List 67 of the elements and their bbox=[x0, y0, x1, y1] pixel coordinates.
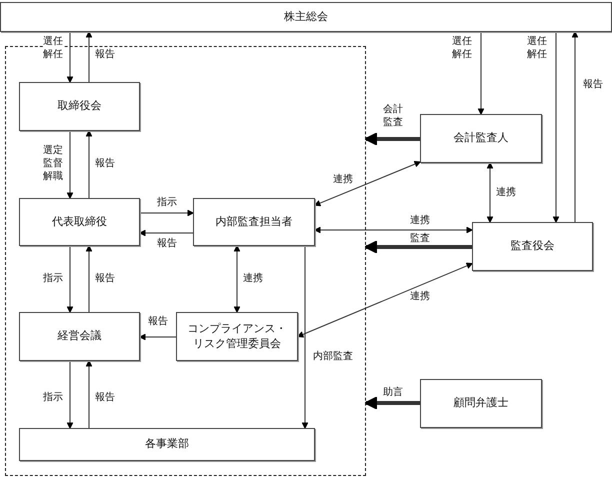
edge-label: 報告 bbox=[157, 237, 177, 250]
edge-label: 会計監査 bbox=[383, 103, 403, 129]
edge-label: 選定監督解職 bbox=[43, 144, 63, 183]
arrow bbox=[140, 210, 194, 216]
arrow bbox=[66, 360, 74, 429]
process-box bbox=[420, 114, 542, 163]
process-box bbox=[19, 428, 315, 461]
arrow bbox=[139, 230, 194, 236]
arrow bbox=[486, 162, 494, 223]
edge-label: 連携 bbox=[496, 186, 516, 199]
edge-label: 報告 bbox=[95, 391, 115, 404]
edge-label: 連携 bbox=[410, 214, 430, 227]
edge-label: 報告 bbox=[148, 315, 168, 328]
box-label: 監査役会 bbox=[510, 239, 554, 254]
arrow bbox=[314, 226, 473, 234]
box-label: 代表取締役 bbox=[52, 214, 107, 230]
arrow bbox=[86, 245, 92, 312]
arrow bbox=[66, 246, 74, 313]
edge-label: 指示 bbox=[157, 196, 177, 209]
arrow bbox=[234, 245, 240, 313]
process-box bbox=[19, 312, 140, 361]
process-box bbox=[19, 82, 140, 131]
arrow bbox=[478, 32, 484, 115]
group-frame bbox=[5, 46, 366, 476]
edge-label: 連携 bbox=[410, 290, 430, 303]
thick-arrow bbox=[364, 132, 420, 146]
process-box bbox=[176, 312, 298, 361]
box-label: コンプライアンス・リスク管理委員会 bbox=[186, 322, 288, 352]
edge-label: 選任解任 bbox=[43, 35, 63, 61]
arrow bbox=[572, 31, 578, 222]
arrow bbox=[66, 32, 74, 83]
box-label: 会計監査人 bbox=[454, 131, 508, 146]
arrow bbox=[86, 130, 92, 198]
process-box bbox=[19, 198, 140, 246]
box-label: 各事業部 bbox=[145, 437, 189, 452]
box-label: 取締役会 bbox=[58, 99, 102, 114]
edge-label: 報告 bbox=[95, 48, 115, 61]
arrow bbox=[86, 360, 92, 428]
arrow bbox=[314, 161, 421, 206]
arrow bbox=[66, 130, 74, 199]
box-label: 経営会議 bbox=[58, 329, 102, 344]
arrow bbox=[86, 31, 92, 82]
edge-label: 報告 bbox=[95, 157, 115, 170]
arrow bbox=[139, 334, 176, 340]
edge-label: 連携 bbox=[333, 173, 353, 186]
edge-label: 指示 bbox=[43, 272, 63, 285]
edge-label: 助言 bbox=[383, 386, 403, 399]
box-label: 株主総会 bbox=[284, 10, 328, 24]
edge-label: 選任解任 bbox=[452, 35, 472, 61]
process-box bbox=[420, 379, 542, 428]
edge-label: 監査 bbox=[410, 232, 430, 245]
box-label: 内部監査担当者 bbox=[216, 214, 292, 230]
arrow bbox=[297, 262, 473, 338]
edge-label: 内部監査 bbox=[313, 350, 353, 363]
edge-label: 報告 bbox=[95, 272, 115, 285]
box-label: 顧問弁護士 bbox=[454, 396, 508, 411]
edge-label: 報告 bbox=[583, 78, 603, 91]
edge-label: 連携 bbox=[243, 272, 263, 285]
edge-label: 指示 bbox=[43, 391, 63, 404]
arrow bbox=[552, 32, 560, 223]
edge-label: 選任解任 bbox=[527, 35, 547, 61]
process-box bbox=[193, 198, 315, 246]
thick-arrow bbox=[364, 240, 472, 254]
process-box bbox=[472, 222, 593, 271]
thick-arrow bbox=[364, 396, 420, 410]
process-box bbox=[0, 2, 612, 32]
arrow bbox=[302, 246, 308, 429]
